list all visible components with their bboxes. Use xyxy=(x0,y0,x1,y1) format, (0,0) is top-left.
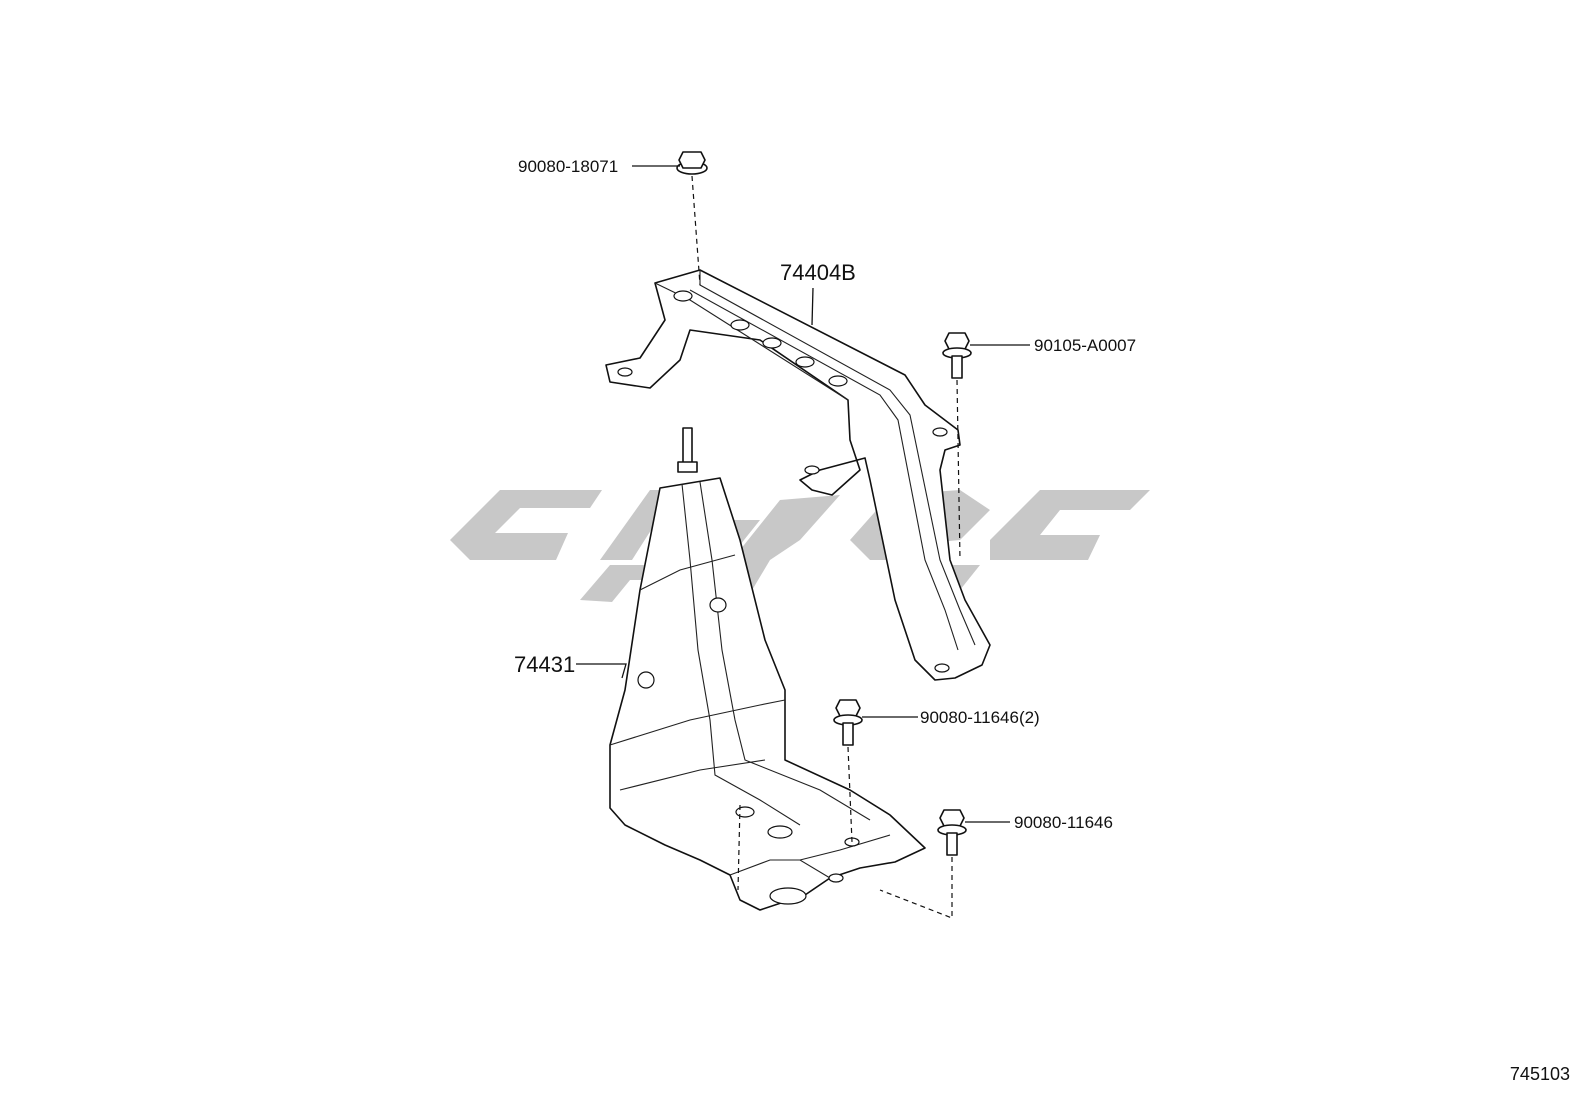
callout-bolt-low: 90080-11646 xyxy=(1014,813,1113,832)
bolt-icon xyxy=(833,699,863,746)
assembly-lines xyxy=(691,175,961,919)
bolt-icon xyxy=(937,809,967,856)
bracket-74404b xyxy=(605,269,991,681)
diagram-id: 745103 xyxy=(1509,1064,1570,1084)
callout-bracket: 74404B xyxy=(780,260,856,285)
bolt-icon xyxy=(942,332,972,379)
callout-nut-top: 90080-18071 xyxy=(518,157,618,176)
cover-74431 xyxy=(609,427,926,911)
nut-icon xyxy=(676,151,708,175)
leader-lines xyxy=(576,165,1030,823)
callout-bolt-mid: 90080-11646(2) xyxy=(920,708,1040,727)
watermark-logo xyxy=(450,490,1150,602)
callout-cover: 74431 xyxy=(514,652,575,677)
callout-bolt-right: 90105-A0007 xyxy=(1034,336,1136,355)
